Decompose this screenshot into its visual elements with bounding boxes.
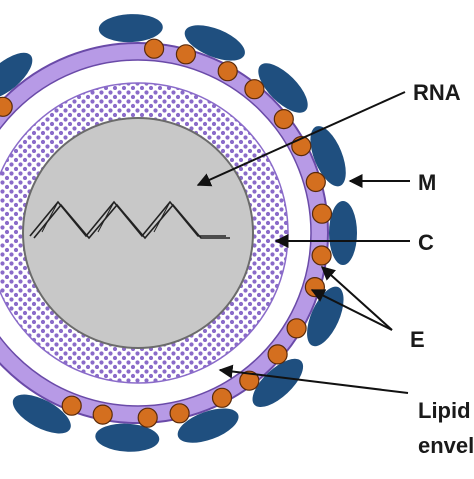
- e-protein: [0, 96, 13, 117]
- e-proteins: [0, 38, 333, 428]
- label-c: C: [418, 230, 434, 255]
- e-protein: [273, 108, 294, 130]
- rna-helix: [29, 200, 230, 240]
- e-protein: [175, 44, 196, 65]
- m-protein: [258, 63, 308, 113]
- e-protein: [144, 38, 165, 59]
- m-protein: [252, 358, 304, 408]
- e-protein: [61, 395, 82, 416]
- arrow-rna: [196, 91, 406, 187]
- e-protein: [267, 344, 288, 365]
- e-protein: [239, 370, 260, 391]
- label-envelope: envelope: [418, 433, 474, 458]
- m-protein: [310, 126, 346, 187]
- e-protein: [217, 61, 238, 82]
- core: [22, 117, 254, 349]
- e-protein: [92, 404, 113, 425]
- arrows: [196, 91, 410, 394]
- e-protein: [137, 407, 158, 428]
- m-protein: [177, 408, 239, 443]
- label-lipid: Lipid: [418, 398, 471, 423]
- e-protein: [211, 387, 233, 408]
- e-protein: [305, 171, 326, 193]
- m-protein: [0, 52, 33, 100]
- arrow-e-1: [320, 266, 393, 331]
- m-proteins: [0, 14, 357, 452]
- e-protein: [311, 245, 332, 266]
- m-protein: [329, 201, 357, 265]
- label-m: M: [418, 170, 436, 195]
- arrow-e-2: [310, 289, 393, 331]
- e-protein: [286, 318, 307, 339]
- m-protein: [184, 25, 245, 61]
- m-protein: [12, 394, 71, 434]
- m-protein: [95, 423, 160, 452]
- label-rna: RNA: [413, 80, 461, 105]
- e-protein: [169, 403, 190, 424]
- e-protein: [244, 79, 265, 100]
- m-protein: [98, 14, 163, 43]
- e-protein: [311, 203, 333, 224]
- label-e: E: [410, 327, 425, 352]
- arrow-lipid: [218, 364, 409, 394]
